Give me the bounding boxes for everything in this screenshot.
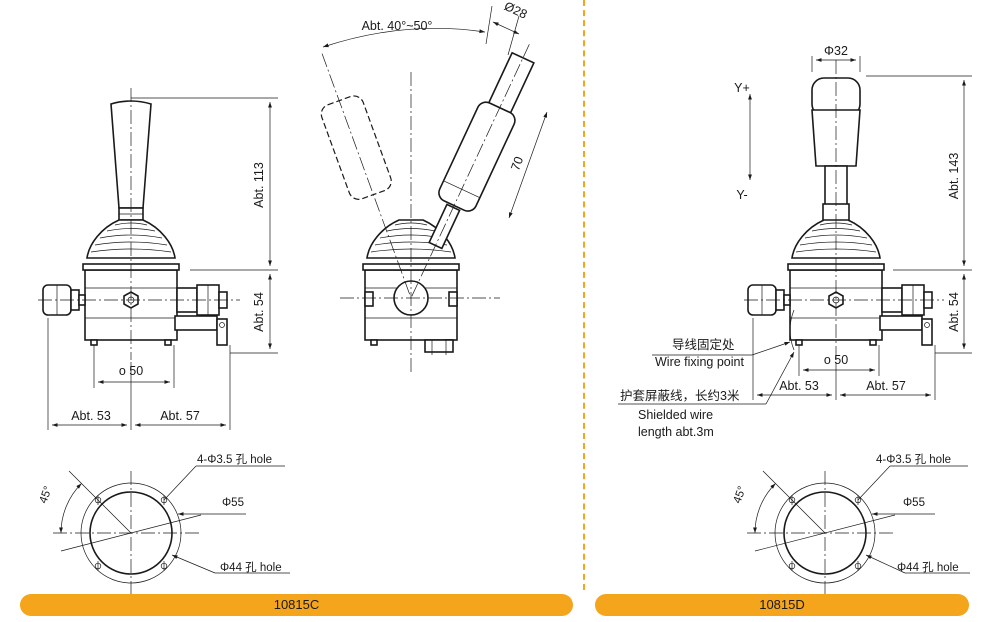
front-view-10815c [38,88,278,430]
note-hole-44-right: Φ44 孔 hole [897,561,959,574]
model-label-10815d: 10815D [595,594,969,616]
dim-right-57: Abt. 57 [160,409,200,423]
note-dia-55-left: Φ55 [222,497,244,509]
model-label-10815c: 10815C [20,594,573,616]
label-y-plus: Y+ [734,81,750,95]
dim-45-right: 45° [732,485,749,505]
dim-45-left: 45° [38,485,55,505]
note-shield-cn: 护套屏蔽线，长约3米 [620,388,740,403]
side-view-tilt [320,5,548,375]
note-hole-3-5-right: 4-Φ3.5 孔 hole [876,453,951,466]
panel-divider [583,0,585,590]
note-shield-en-2: length abt.3m [638,425,714,439]
dim-right-57-right: Abt. 57 [866,379,906,393]
dim-angle: Abt. 40°~50° [362,19,433,33]
top-view-right [747,465,970,595]
top-view-left [53,465,290,595]
dim-width-50: o 50 [119,364,143,378]
note-wire-fix-cn: 导线固定处 [672,337,735,352]
label-y-minus: Y- [736,188,747,202]
dim-dia-32: Φ32 [824,44,848,58]
dim-width-50-right: o 50 [824,353,848,367]
dim-height-143: Abt. 143 [947,153,961,200]
dim-left-53-right: Abt. 53 [779,379,819,393]
dim-left-53: Abt. 53 [71,409,111,423]
note-hole-44-left: Φ44 孔 hole [220,561,282,574]
note-shield-en-1: Shielded wire [638,408,713,422]
dim-dia-28: Ø28 [502,0,529,22]
note-dia-55-right: Φ55 [903,497,925,509]
note-wire-fix-en: Wire fixing point [655,355,744,369]
dim-height-54-right: Abt. 54 [947,292,961,332]
dim-height-54: Abt. 54 [252,292,266,332]
note-hole-3-5-left: 4-Φ3.5 孔 hole [197,453,272,466]
dim-len-70: 70 [508,155,526,173]
dim-height-113: Abt. 113 [252,162,266,208]
front-view-10815d [618,56,972,405]
